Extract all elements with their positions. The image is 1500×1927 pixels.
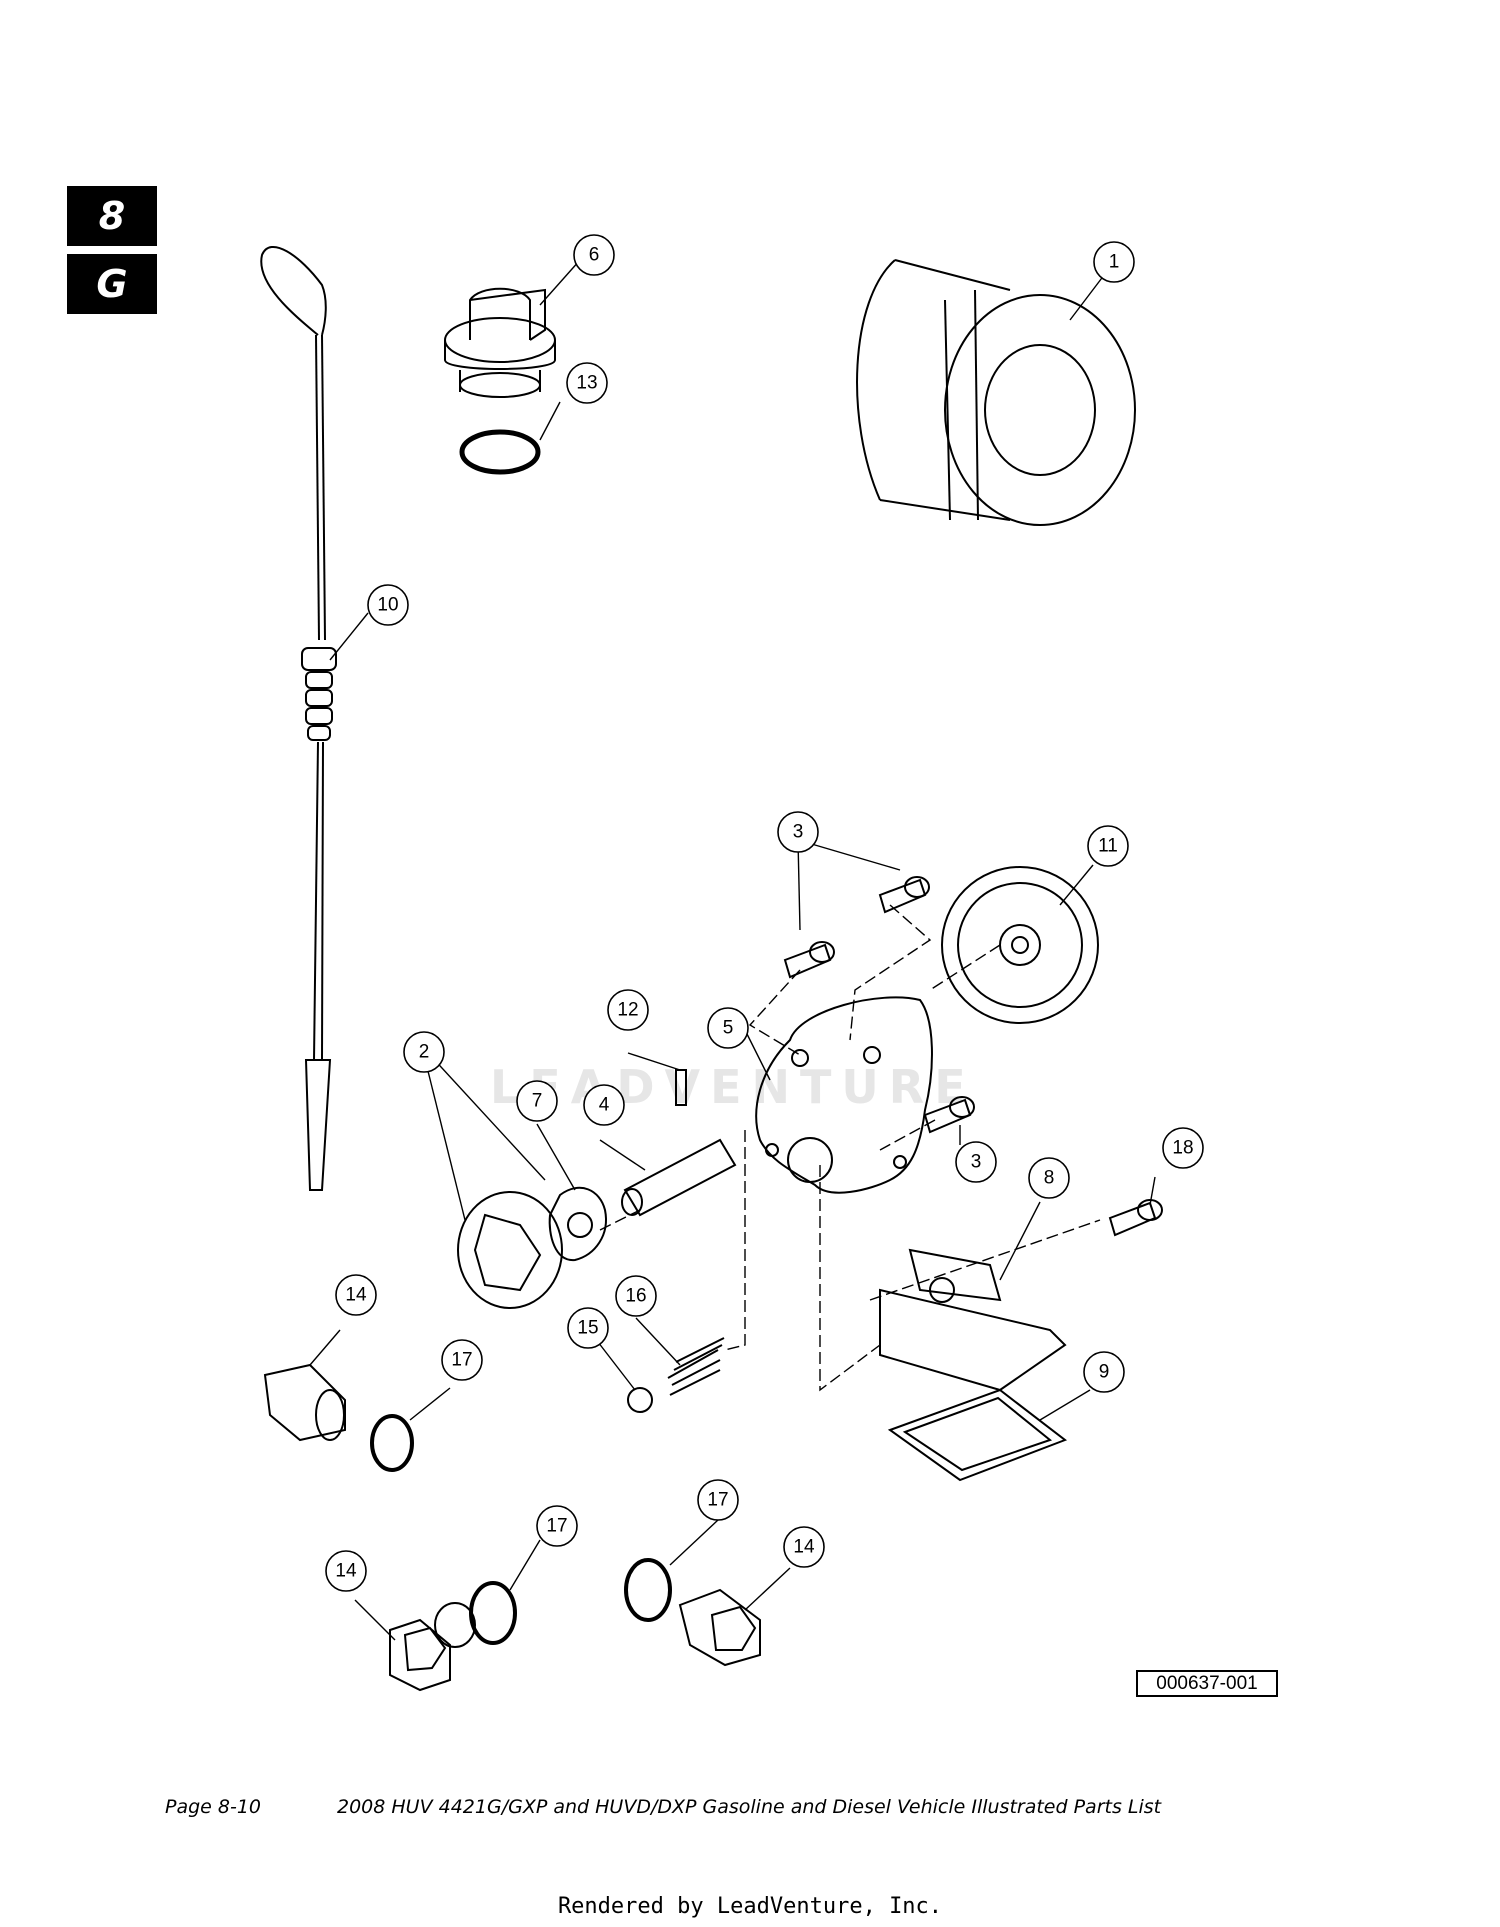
- callout-17-lower-right: 17: [697, 1479, 739, 1521]
- svg-text:10: 10: [377, 595, 398, 616]
- oil-strainer-screen-part: [887, 1388, 1068, 1482]
- svg-text:11: 11: [1098, 836, 1118, 857]
- callout-17-lower-middle: 17: [536, 1505, 578, 1547]
- drain-plug-14-lower-right-part: [678, 1588, 761, 1667]
- callout-12: 12: [607, 989, 649, 1031]
- footer-page-number: Page 8-10: [165, 1796, 262, 1818]
- o-ring-17-lower-right-part: [624, 1558, 672, 1622]
- oil-strainer-housing-part: [879, 1248, 1067, 1392]
- svg-text:4: 4: [599, 1095, 610, 1116]
- callout-17-left: 17: [441, 1339, 483, 1381]
- o-ring-17-lower-middle-part: [469, 1581, 517, 1645]
- svg-text:17: 17: [451, 1350, 472, 1371]
- rendered-by-note: Rendered by LeadVenture, Inc.: [557, 1894, 943, 1919]
- bolt-3-lower-part: [923, 1096, 975, 1134]
- callout-15: 15: [567, 1307, 609, 1349]
- svg-text:14: 14: [793, 1537, 815, 1558]
- inner-rotor-part: [548, 1186, 607, 1262]
- callout-3-upper: 3: [777, 811, 819, 853]
- section-tab-letter: G: [67, 254, 157, 314]
- oil-fill-cap-part: [444, 287, 556, 398]
- pump-shaft-part: [621, 1069, 737, 1217]
- callout-1: 1: [1093, 241, 1135, 283]
- callout-11: 11: [1087, 825, 1129, 867]
- svg-text:12: 12: [617, 1000, 638, 1021]
- svg-text:17: 17: [546, 1516, 567, 1537]
- callout-8: 8: [1028, 1157, 1070, 1199]
- callout-3-lower: 3: [955, 1141, 997, 1183]
- bolt-18-part: [1108, 1199, 1163, 1237]
- callout-9: 9: [1083, 1351, 1125, 1393]
- svg-text:14: 14: [335, 1561, 357, 1582]
- callout-14-left: 14: [335, 1274, 377, 1316]
- callout-16: 16: [615, 1275, 657, 1317]
- dipstick-part: [260, 245, 337, 1191]
- svg-text:18: 18: [1172, 1138, 1193, 1159]
- section-tab-number: 8: [67, 186, 157, 246]
- figure-number: 000637-001: [1136, 1670, 1278, 1697]
- svg-text:13: 13: [576, 373, 597, 394]
- svg-text:14: 14: [345, 1285, 367, 1306]
- o-ring-13-part: [459, 429, 541, 475]
- callout-10: 10: [367, 584, 409, 626]
- callout-4: 4: [583, 1084, 625, 1126]
- relief-ball-part: [627, 1387, 653, 1413]
- svg-text:6: 6: [589, 245, 600, 266]
- svg-text:1: 1: [1109, 252, 1120, 273]
- bolt-3-middle-part: [783, 941, 835, 979]
- svg-text:15: 15: [577, 1318, 598, 1339]
- pump-housing-plate-part: [755, 996, 933, 1194]
- outer-rotor-part: [457, 1191, 563, 1309]
- footer-document-title: 2008 HUV 4421G/GXP and HUVD/DXP Gasoline…: [337, 1796, 1162, 1818]
- watermark: LEADVENTURE: [490, 1060, 976, 1114]
- svg-text:7: 7: [532, 1091, 543, 1112]
- callout-14-lower-right: 14: [783, 1526, 825, 1568]
- drain-plug-14-left-part: [263, 1363, 346, 1442]
- svg-text:16: 16: [625, 1286, 646, 1307]
- callout-14-lower-left: 14: [325, 1550, 367, 1592]
- callout-6: 6: [573, 234, 615, 276]
- svg-text:3: 3: [971, 1152, 982, 1173]
- svg-text:3: 3: [793, 822, 804, 843]
- relief-spring-part: [667, 1337, 725, 1396]
- callout-7: 7: [516, 1080, 558, 1122]
- callout-13: 13: [566, 362, 608, 404]
- callout-2: 2: [403, 1031, 445, 1073]
- callout-18: 18: [1162, 1127, 1204, 1169]
- svg-text:9: 9: [1099, 1362, 1110, 1383]
- svg-text:8: 8: [1044, 1168, 1055, 1189]
- svg-text:2: 2: [419, 1042, 430, 1063]
- drain-plug-14-lower-left-part: [389, 1602, 476, 1692]
- oil-filter-part: [856, 259, 1136, 526]
- gear-part: [941, 866, 1099, 1024]
- bolt-3-upper-part: [878, 876, 930, 914]
- o-ring-17-left-part: [370, 1414, 414, 1472]
- callout-5: 5: [707, 1007, 749, 1049]
- svg-text:5: 5: [723, 1018, 734, 1039]
- svg-text:17: 17: [707, 1490, 728, 1511]
